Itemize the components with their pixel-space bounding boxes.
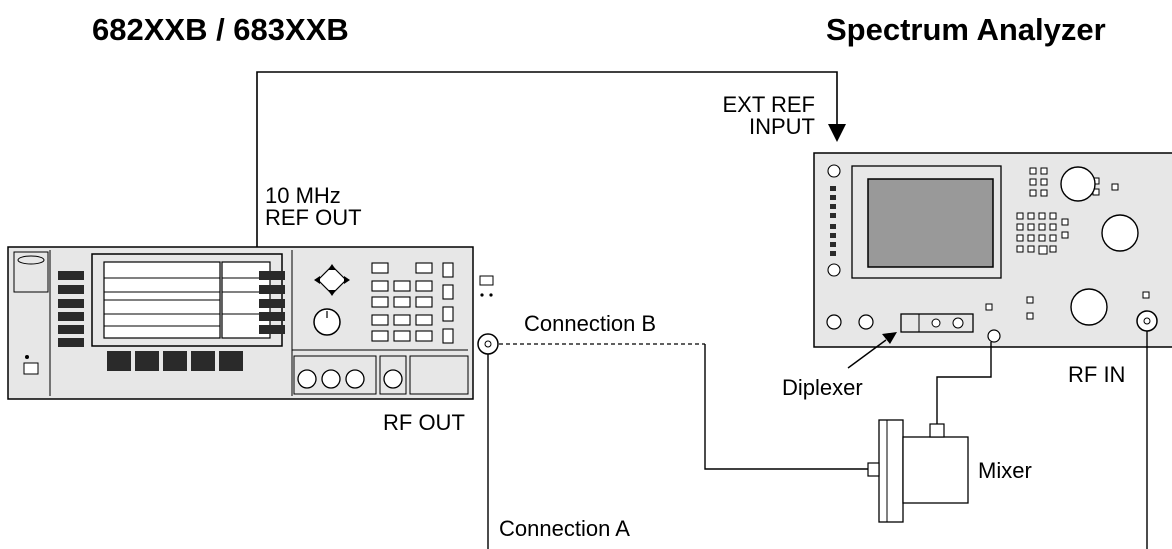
ref-out-label-line1: 10 MHz (265, 183, 341, 208)
ext-ref-label-line1: EXT REF (722, 92, 815, 117)
signal-generator-title: 682XXB / 683XXB (92, 12, 349, 47)
connection-a-label: Connection A (499, 516, 630, 541)
mixer-icon (867, 419, 969, 523)
right-softkeys (259, 271, 285, 334)
mixer-label: Mixer (978, 458, 1032, 483)
diplexer-label: Diplexer (782, 375, 863, 400)
left-softkeys (58, 271, 84, 347)
diplexer-pointer-arrowhead (882, 332, 897, 344)
spectrum-analyzer (813, 152, 1172, 348)
cursor-keys-icon (314, 264, 350, 296)
rf-out-label: RF OUT (383, 410, 465, 435)
mixer-if-cable (936, 342, 992, 424)
ext-ref-arrowhead (828, 124, 846, 142)
ext-ref-label-line2: INPUT (749, 114, 815, 139)
connection-b-cable (704, 344, 868, 470)
ref-out-label-line2: REF OUT (265, 205, 362, 230)
ref-cable (256, 71, 838, 247)
rotary-knob-icon (313, 308, 341, 336)
bottom-softkeys (107, 351, 243, 371)
connection-b-label: Connection B (524, 311, 657, 336)
rf-in-label: RF IN (1068, 362, 1126, 387)
keypad (371, 262, 454, 344)
signal-generator (7, 246, 494, 400)
spectrum-analyzer-title: Spectrum Analyzer (826, 12, 1106, 47)
